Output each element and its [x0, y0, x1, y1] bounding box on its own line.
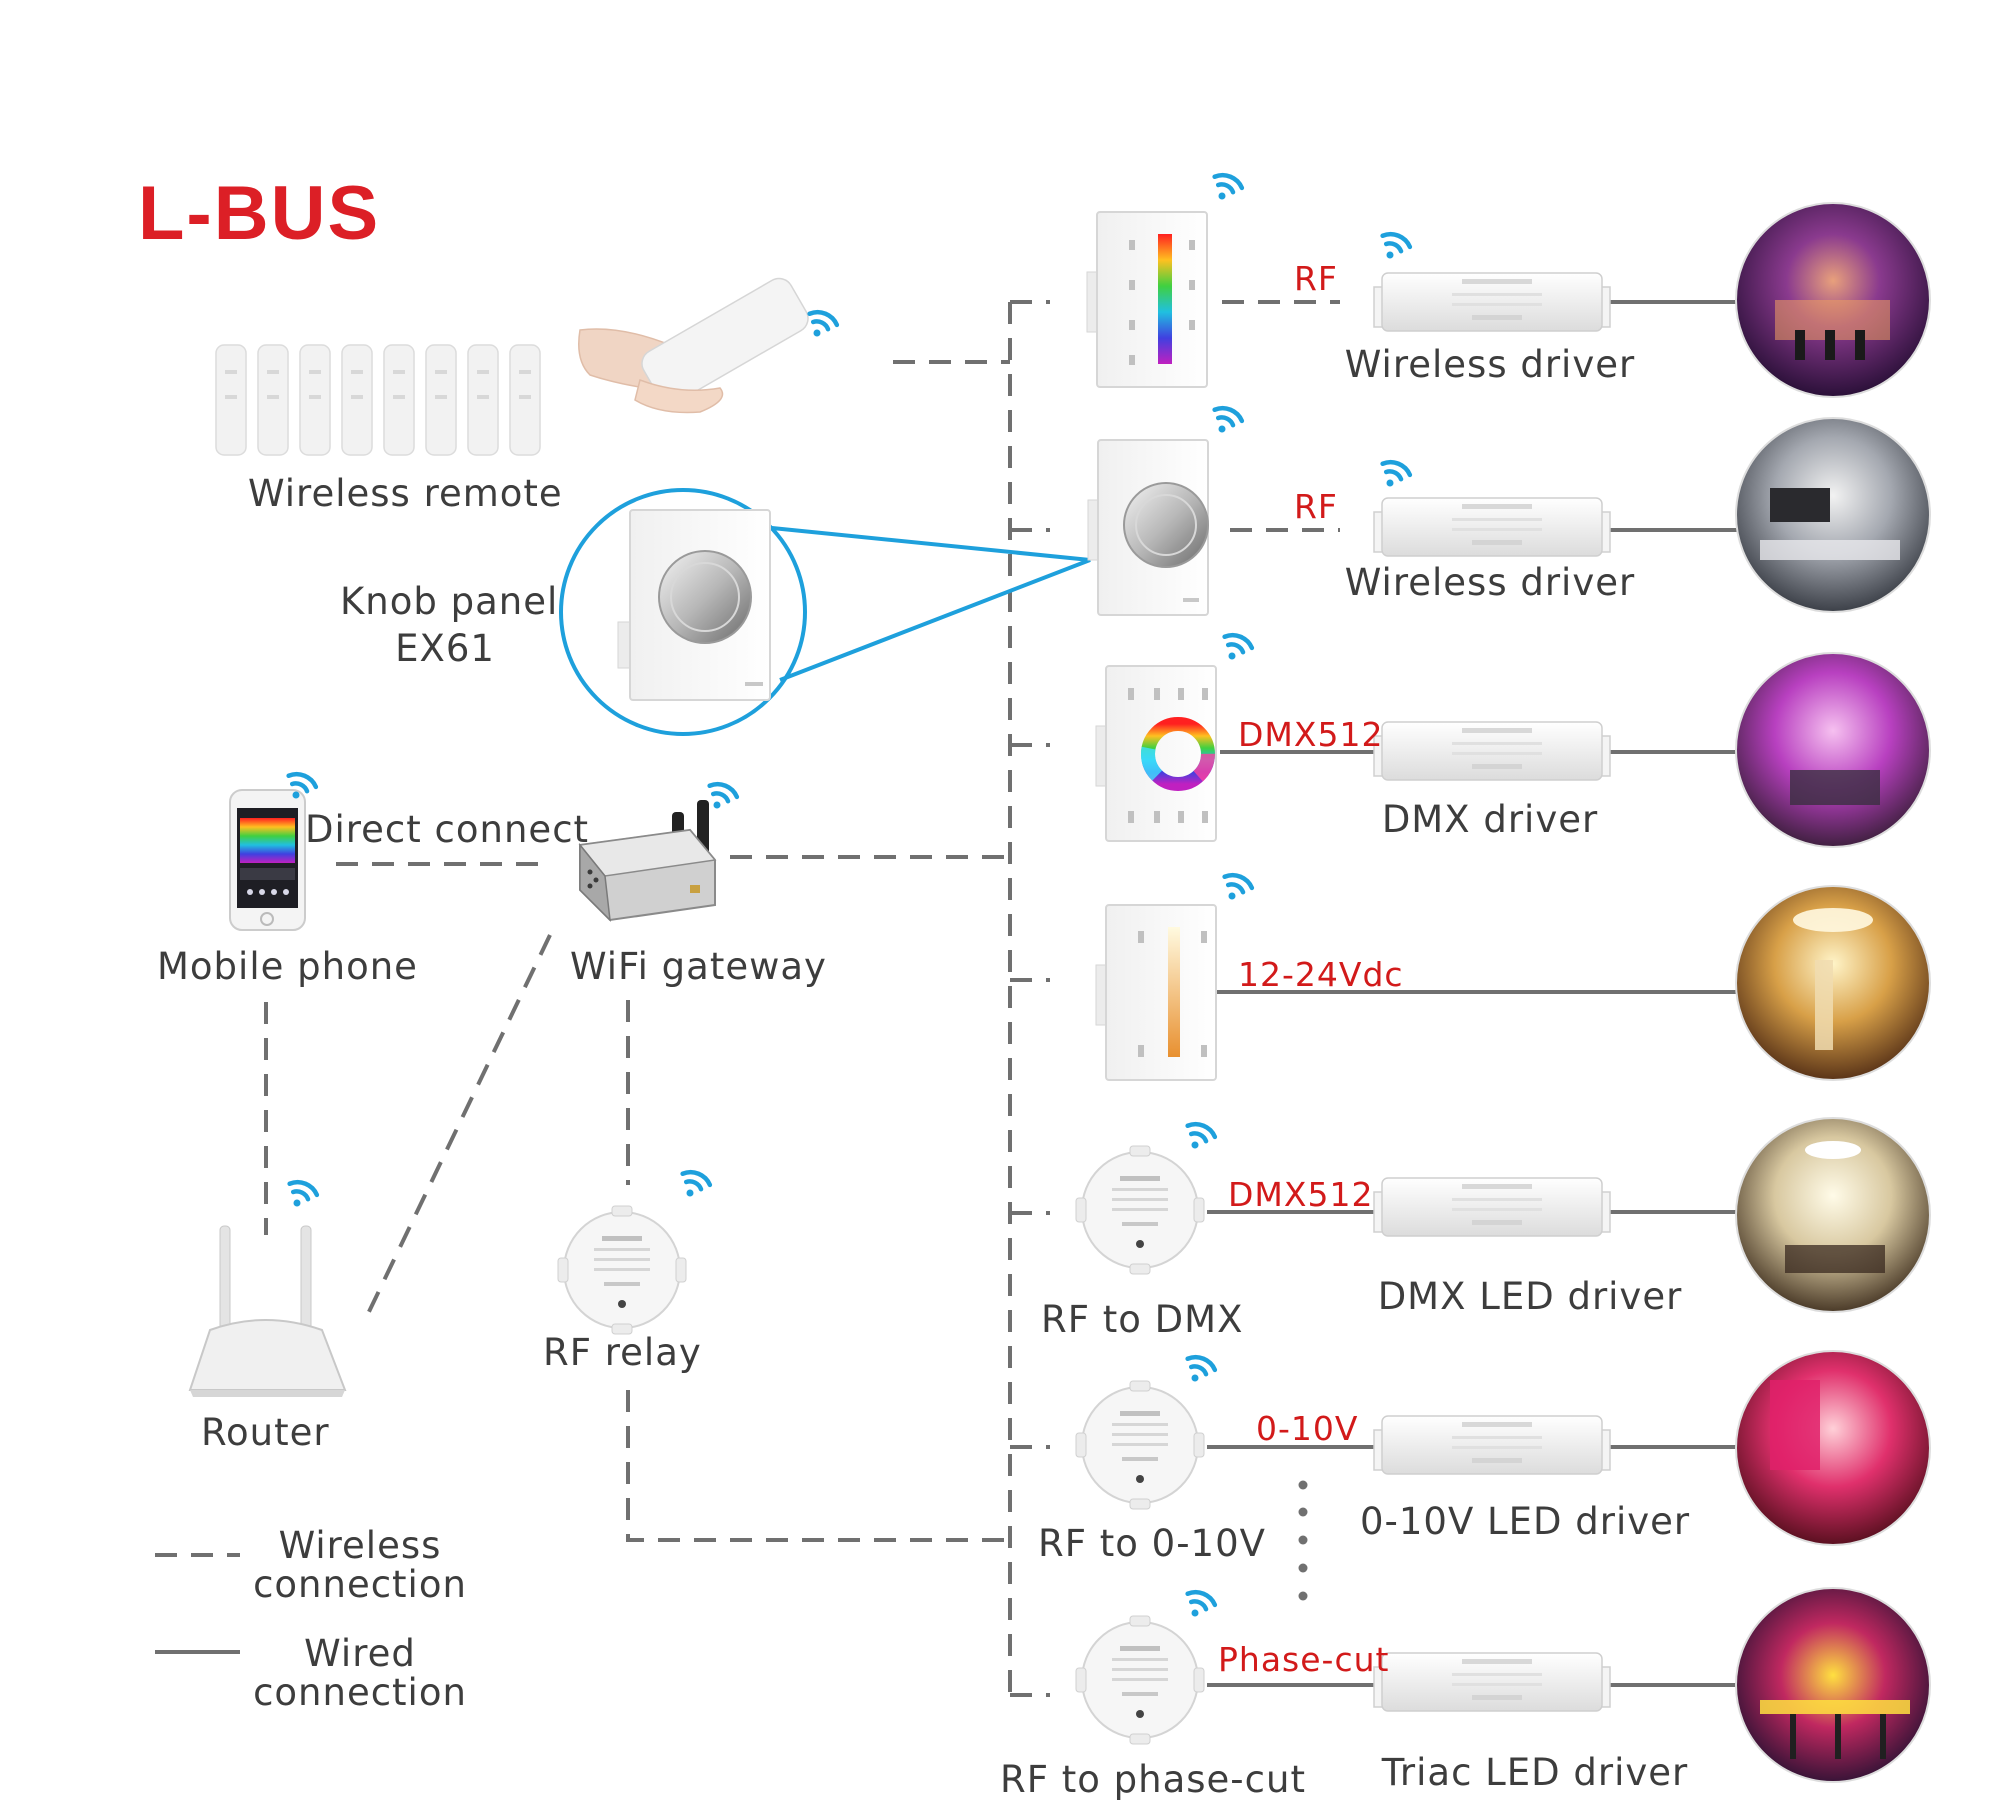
wired-links — [155, 300, 1738, 1687]
scene-image — [1735, 1117, 1931, 1313]
wifi-icon — [1188, 1117, 1217, 1148]
signal-label: Phase-cut — [1218, 1640, 1390, 1679]
wifi-icon — [1188, 1585, 1217, 1616]
remote-control-icon — [215, 277, 809, 456]
driver-label: Wireless driver — [1344, 343, 1636, 386]
scene-image — [1735, 202, 1931, 398]
led-driver-icon — [1373, 721, 1611, 781]
scene-image — [1735, 885, 1931, 1081]
converter-puck-icon — [1075, 1145, 1205, 1275]
wifi-icon — [1215, 401, 1244, 432]
knob-panel-label-line1: Knob panel — [340, 580, 559, 623]
driver-label: Triac LED driver — [1381, 1751, 1689, 1794]
legend-wired-label: Wired connection — [250, 1632, 470, 1714]
wifi-icon — [1383, 227, 1412, 258]
led-driver-icon — [1373, 497, 1611, 557]
converter-label: RF to phase-cut — [1000, 1758, 1306, 1801]
rf-relay-label: RF relay — [543, 1331, 702, 1374]
legend-wireless-label: Wireless connection — [250, 1524, 470, 1606]
remote-label: Wireless remote — [248, 472, 563, 515]
legend-wireless-line1: Wireless — [278, 1524, 442, 1567]
knob-panel-label-line2: EX61 — [395, 626, 495, 670]
scene-image — [1735, 1587, 1931, 1783]
led-driver-icon — [1373, 1415, 1611, 1475]
direct-connect-label: Direct connect — [305, 808, 590, 851]
driver-label: 0-10V LED driver — [1360, 1500, 1691, 1543]
relay-bus-link — [626, 1390, 1010, 1542]
led-driver-icon — [1373, 1652, 1611, 1712]
wifi-icon — [683, 1165, 712, 1196]
legend-wired-line1: Wired — [304, 1632, 416, 1675]
driver-label: Wireless driver — [1344, 561, 1636, 604]
converter-puck-icon — [1075, 1380, 1205, 1510]
wireless-links — [155, 300, 1340, 1697]
signal-label: RF — [1294, 259, 1338, 298]
wifi-icon — [290, 1175, 319, 1206]
converter-label: RF to 0-10V — [1038, 1522, 1266, 1565]
led-driver-icon — [1373, 272, 1611, 332]
knob-panel-label: Knob panel EX61 — [340, 580, 559, 670]
signal-label: 12-24Vdc — [1238, 955, 1404, 994]
led-driver-icon — [1373, 1177, 1611, 1237]
knob-panel-callout — [559, 488, 1091, 736]
color-wheel-panel-icon — [1095, 665, 1217, 842]
wifi-icon — [1383, 455, 1412, 486]
wifi-icon — [1215, 168, 1244, 199]
driver-label: DMX LED driver — [1377, 1275, 1683, 1318]
brand-logo: L-BUS — [138, 171, 381, 256]
wifi-icon — [710, 777, 739, 808]
converter-label: RF to DMX — [1041, 1298, 1244, 1341]
touch-panel-icon — [1095, 904, 1217, 1081]
mobile-phone-label: Mobile phone — [157, 945, 418, 988]
router-icon — [188, 1225, 347, 1397]
wifi-gateway-icon — [578, 800, 717, 923]
rf-relay-icon — [557, 1205, 687, 1335]
wifi-icon — [810, 305, 839, 336]
router-label: Router — [201, 1411, 330, 1454]
signal-label: 0-10V — [1256, 1409, 1359, 1448]
smartphone-icon — [229, 789, 306, 931]
scene-image — [1735, 1350, 1931, 1546]
signal-label: DMX512 — [1238, 715, 1384, 754]
continuation-dots — [1298, 1480, 1308, 1601]
wifi-gateway-label: WiFi gateway — [570, 945, 827, 988]
legend-wired-line2: connection — [253, 1670, 467, 1714]
wifi-icon — [1188, 1350, 1217, 1381]
driver-label: DMX driver — [1381, 798, 1599, 841]
touch-panel-icon — [1086, 211, 1208, 388]
scene-image — [1735, 652, 1931, 848]
signal-label: RF — [1294, 487, 1338, 526]
wifi-icon — [1225, 868, 1254, 899]
scene-image — [1735, 417, 1931, 613]
converter-puck-icon — [1075, 1615, 1205, 1745]
gateway-router-link — [363, 934, 552, 1321]
knob-panel-icon — [1087, 439, 1209, 616]
signal-label: DMX512 — [1228, 1175, 1374, 1214]
wifi-icon — [1225, 628, 1254, 659]
legend-wireless-line2: connection — [253, 1562, 467, 1606]
